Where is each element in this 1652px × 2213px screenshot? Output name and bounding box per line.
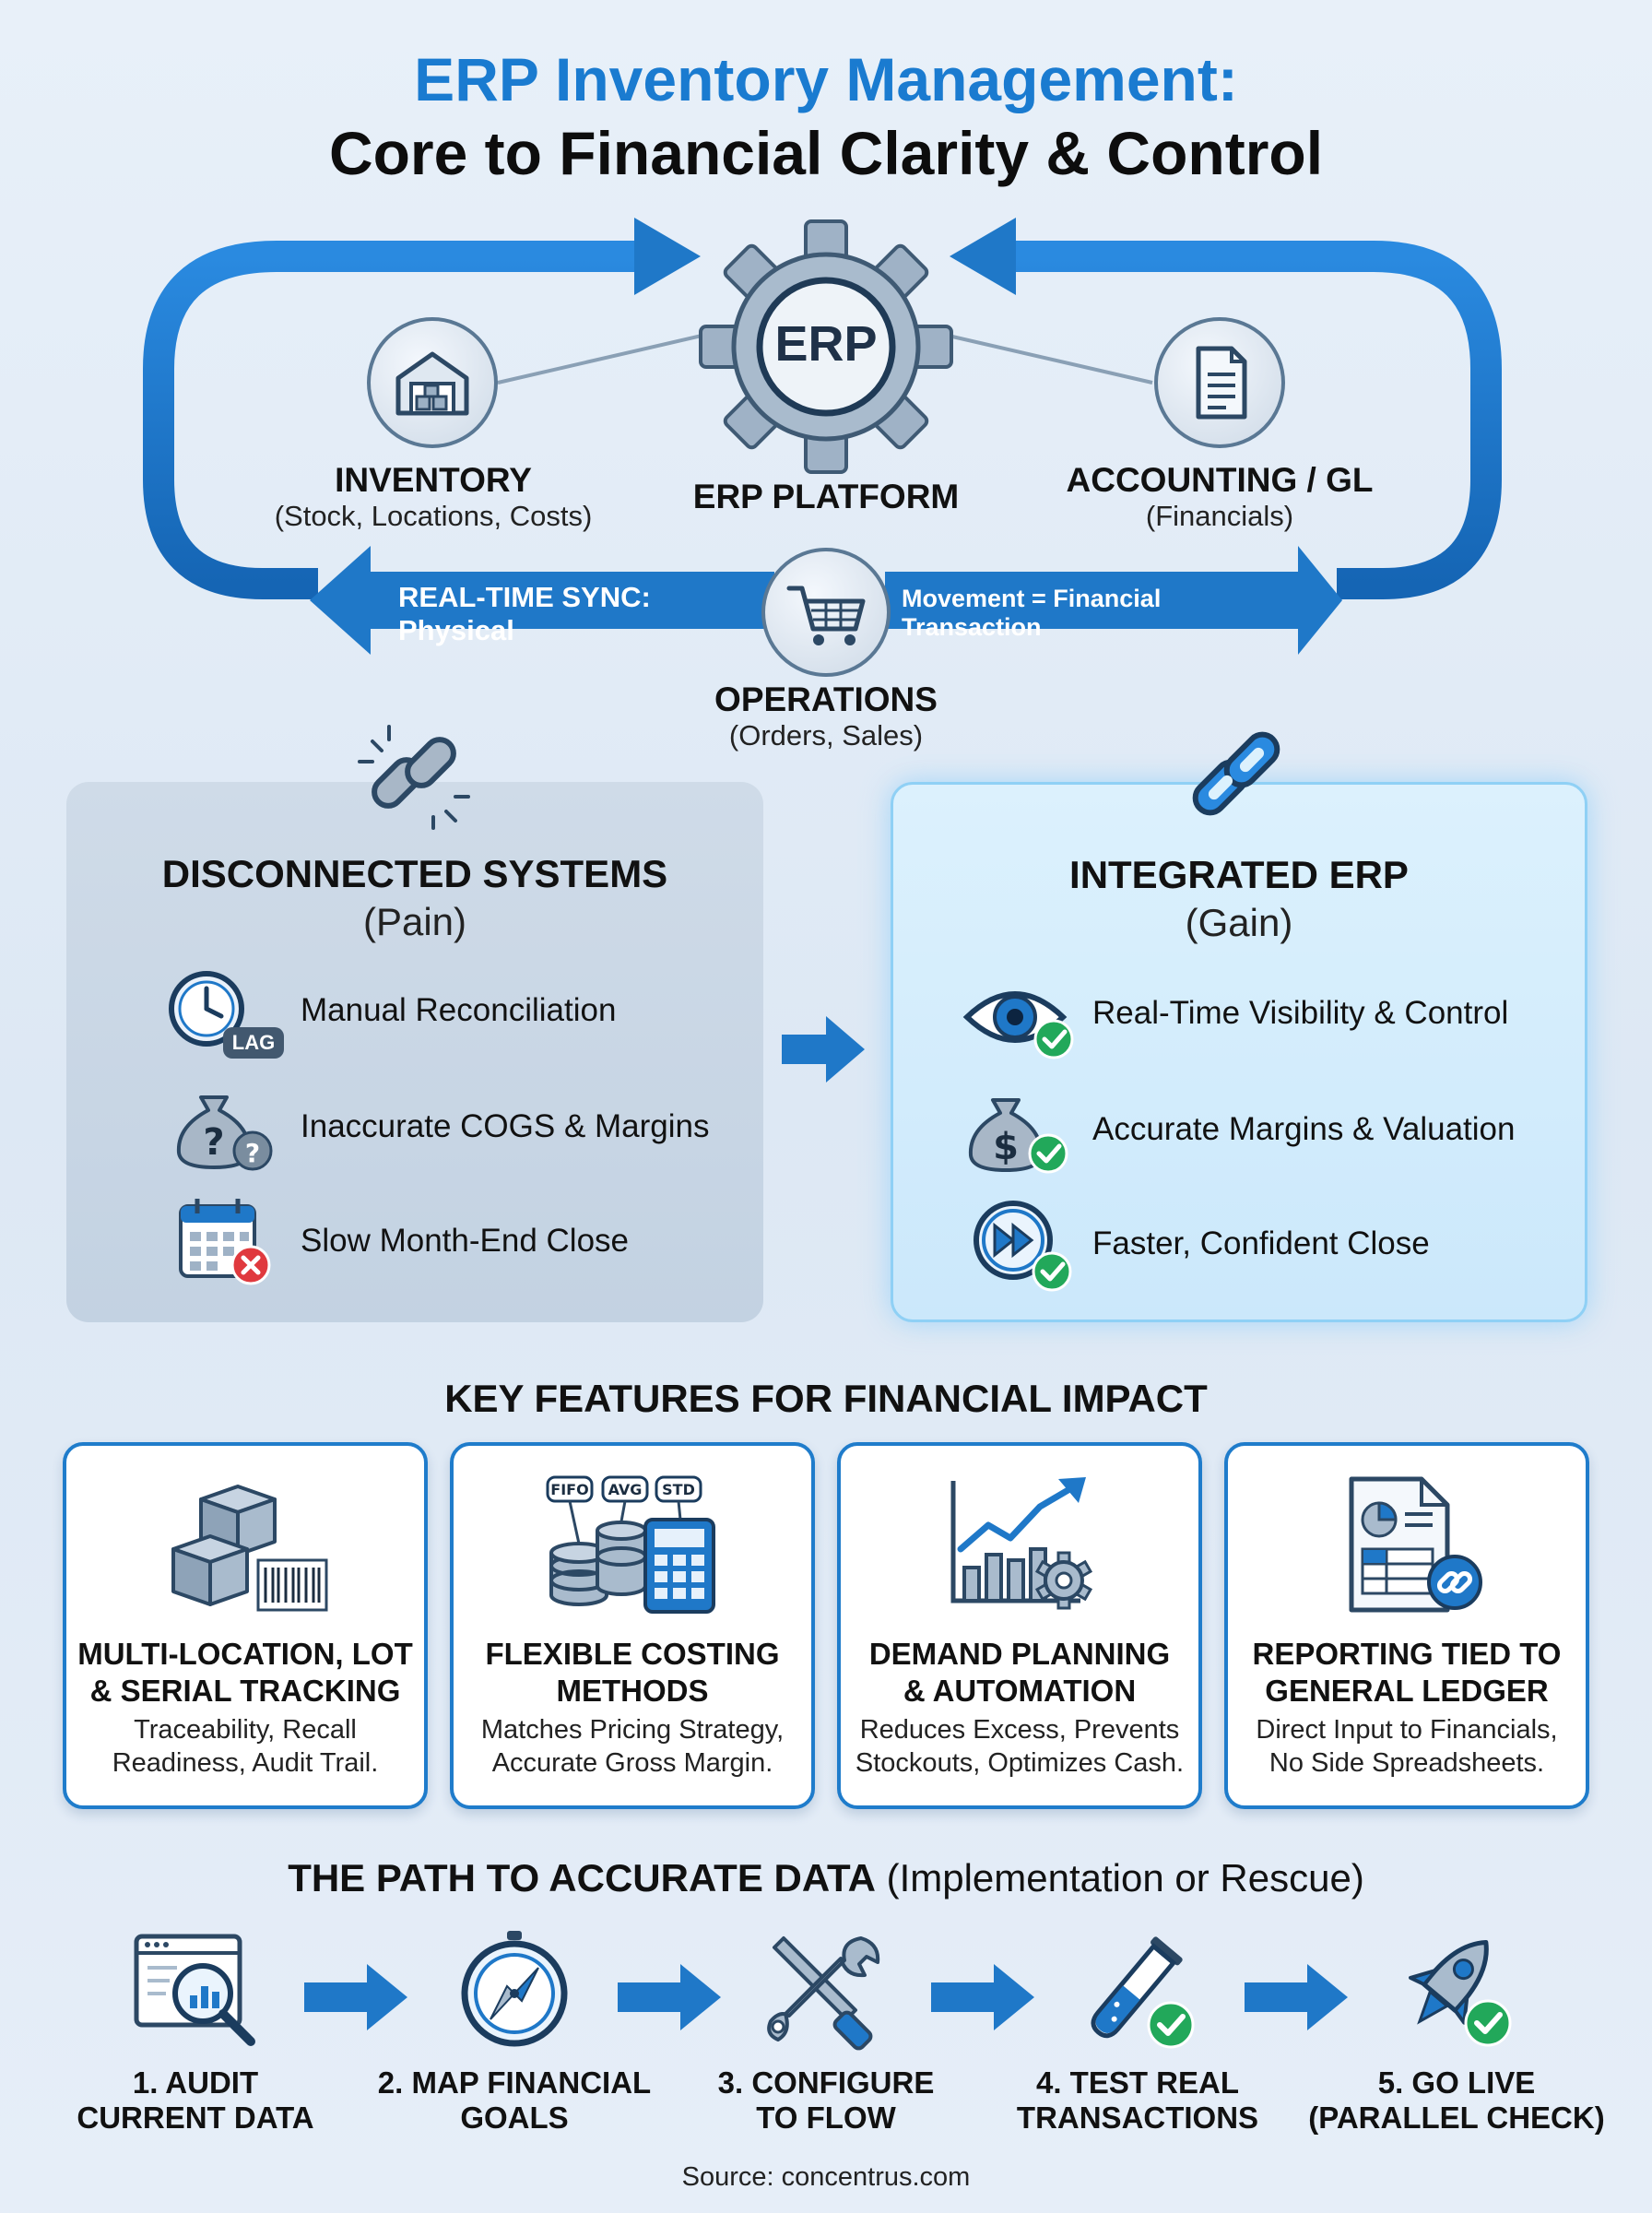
broken-chain-icon bbox=[358, 725, 470, 830]
wrench-screwdriver-icon bbox=[767, 1936, 880, 2051]
features-heading: KEY FEATURES FOR FINANCIAL IMPACT bbox=[444, 1377, 1208, 1420]
clock-icon bbox=[169, 971, 244, 1047]
pain-item-2: Inaccurate COGS & Margins bbox=[301, 1108, 710, 1144]
gain-item-2: Accurate Margins & Valuation bbox=[1092, 1111, 1516, 1147]
title-line-1: ERP Inventory Management: bbox=[414, 45, 1238, 113]
sync-right-text: Movement = Financial Transaction bbox=[902, 585, 1162, 641]
pain-item-3: Slow Month-End Close bbox=[301, 1223, 629, 1259]
growth-chart-gear-icon bbox=[950, 1477, 1093, 1610]
feature-title-planning: DEMAND PLANNING& AUTOMATION bbox=[868, 1637, 1171, 1708]
sync-left-text: REAL-TIME SYNC: Physical bbox=[398, 581, 651, 646]
gain-title: INTEGRATED ERP bbox=[1069, 853, 1409, 896]
pain-subtitle: (Pain) bbox=[362, 900, 467, 943]
left-loop-arrow bbox=[143, 241, 636, 599]
disconnected-systems-panel: DISCONNECTED SYSTEMS (Pain) LAG Manual R… bbox=[66, 782, 763, 1322]
gain-item-1: Real-Time Visibility & Control bbox=[1092, 995, 1509, 1031]
accounting-subtitle: (Financials) bbox=[1145, 500, 1294, 532]
feature-card-tracking: MULTI-LOCATION, LOT& SERIAL TRACKING Tra… bbox=[63, 1442, 428, 1809]
path-arrow-2 bbox=[618, 1964, 721, 2030]
boxes-barcode-icon bbox=[171, 1485, 328, 1612]
erp-icon-text: ERP bbox=[774, 316, 878, 372]
step-5-label: 5. GO LIVE(PARALLEL CHECK) bbox=[1308, 2065, 1605, 2135]
feature-desc-costing: Matches Pricing Strategy,Accurate Gross … bbox=[480, 1715, 785, 1778]
connector-inventory-erp bbox=[497, 332, 711, 385]
left-loop-arrowhead bbox=[634, 218, 701, 295]
money-bag-dollar-icon: $ bbox=[968, 1098, 1068, 1174]
feature-card-planning: DEMAND PLANNING& AUTOMATION Reduces Exce… bbox=[837, 1442, 1202, 1809]
fast-forward-check-icon bbox=[974, 1201, 1072, 1292]
path-arrow-3 bbox=[931, 1964, 1034, 2030]
shopping-cart-icon bbox=[786, 586, 866, 645]
source-credit: Source: concentrus.com bbox=[681, 2162, 971, 2192]
document-icon bbox=[1196, 346, 1247, 420]
operations-title: OPERATIONS bbox=[714, 680, 938, 718]
operations-icon-circle bbox=[761, 548, 891, 677]
tag-avg: AVG bbox=[608, 1481, 643, 1498]
accounting-title: ACCOUNTING / GL bbox=[1066, 461, 1374, 499]
audit-magnifier-icon bbox=[134, 1934, 255, 2046]
pain-title: DISCONNECTED SYSTEMS bbox=[161, 852, 668, 895]
integrated-erp-panel: INTEGRATED ERP (Gain) Real-Time Visibili… bbox=[891, 782, 1587, 1322]
right-loop-arrowhead bbox=[950, 218, 1016, 295]
feature-title-tracking: MULTI-LOCATION, LOT& SERIAL TRACKING bbox=[77, 1637, 413, 1708]
sync-bar-left-head bbox=[310, 546, 371, 655]
operations-subtitle: (Orders, Sales) bbox=[728, 719, 924, 751]
inventory-title: INVENTORY bbox=[335, 461, 532, 499]
chain-link-icon bbox=[1192, 731, 1280, 816]
inventory-subtitle: (Stock, Locations, Costs) bbox=[274, 500, 593, 532]
title-line-2: Core to Financial Clarity & Control bbox=[328, 119, 1324, 187]
test-tube-check-icon bbox=[1091, 1936, 1195, 2049]
sync-bar-left bbox=[369, 572, 774, 629]
cycle-diagram bbox=[143, 218, 1502, 655]
lag-badge: LAG bbox=[223, 1027, 284, 1059]
rocket-check-icon bbox=[1409, 1940, 1512, 2047]
comparison-arrow bbox=[782, 1016, 865, 1083]
calendar-error-icon bbox=[179, 1199, 271, 1285]
svg-text:?: ? bbox=[203, 1121, 224, 1164]
erp-platform-label: ERP PLATFORM bbox=[692, 478, 960, 515]
tag-fifo: FIFO bbox=[550, 1481, 588, 1498]
gain-subtitle: (Gain) bbox=[1185, 901, 1293, 944]
money-bag-question-icon: ? ? bbox=[176, 1095, 273, 1171]
path-arrow-1 bbox=[304, 1964, 407, 2030]
svg-text:?: ? bbox=[245, 1138, 260, 1168]
compass-icon bbox=[461, 1931, 568, 2047]
path-heading: THE PATH TO ACCURATE DATA (Implementatio… bbox=[288, 1856, 1364, 1899]
path-arrow-4 bbox=[1245, 1964, 1348, 2030]
connector-erp-accounting bbox=[939, 332, 1153, 385]
database-calculator-icon: FIFO AVG STD bbox=[546, 1475, 715, 1614]
right-loop-arrow bbox=[1014, 241, 1502, 599]
warehouse-icon bbox=[395, 351, 469, 416]
tag-std: STD bbox=[662, 1481, 695, 1498]
svg-text:$: $ bbox=[993, 1126, 1019, 1168]
sync-bar-right-head bbox=[1298, 546, 1342, 655]
gain-item-3: Faster, Confident Close bbox=[1092, 1225, 1430, 1261]
report-ledger-link-icon bbox=[1349, 1476, 1482, 1613]
accounting-icon-circle bbox=[1154, 317, 1285, 448]
feature-desc-reporting: Direct Input to Financials,No Side Sprea… bbox=[1256, 1715, 1558, 1778]
eye-check-icon bbox=[962, 991, 1074, 1059]
inventory-icon-circle bbox=[367, 317, 498, 448]
pain-item-1: Manual Reconciliation bbox=[301, 992, 617, 1028]
sync-bar-right bbox=[885, 572, 1300, 629]
erp-gear-icon bbox=[699, 219, 953, 474]
